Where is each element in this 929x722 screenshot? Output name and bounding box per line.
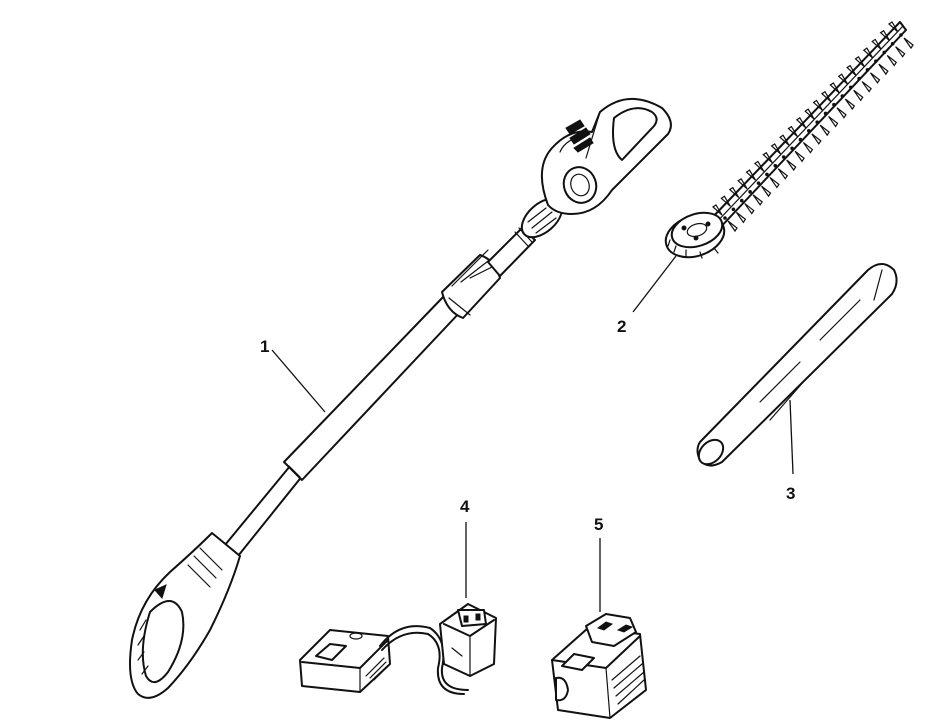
callout-2: 2 — [617, 317, 626, 336]
blade-tooth — [753, 160, 765, 172]
blade-rivet — [790, 146, 794, 151]
pole-upper-shaft — [487, 227, 536, 277]
motor-head — [541, 97, 672, 215]
blade-rivet — [756, 181, 761, 185]
blade-tooth — [727, 220, 738, 233]
blade-rivet — [899, 33, 903, 37]
blade-rivet — [731, 207, 736, 212]
blade-tooth — [752, 194, 763, 206]
blade-teeth-upper — [712, 21, 903, 220]
blade-rivet — [865, 68, 870, 72]
blade-rivet — [807, 129, 811, 133]
blade-tooth — [811, 133, 822, 145]
callout-3-leader — [789, 399, 794, 475]
part-4-charger: 4 — [299, 497, 497, 695]
blade-tooth — [829, 82, 840, 94]
callout-2-leader — [632, 255, 677, 313]
blade-tooth — [861, 81, 872, 93]
callout-3: 3 — [786, 484, 795, 503]
blade-tooth — [854, 56, 865, 68]
blade-rivet — [773, 163, 778, 168]
callout-5: 5 — [594, 515, 603, 534]
blade-rivet — [857, 76, 861, 81]
blade-tooth — [712, 204, 723, 216]
blade-tooth — [836, 107, 847, 119]
blade-tooth — [837, 73, 849, 85]
pole-locking-collar — [441, 249, 501, 319]
blade-tooth — [720, 195, 731, 207]
blade-tooth — [828, 115, 839, 128]
blade-tooth — [762, 151, 773, 164]
blade-tooth — [812, 99, 824, 111]
charger-cord-2 — [381, 631, 465, 695]
blade-tooth — [777, 168, 789, 180]
blade-rivet — [723, 216, 727, 220]
charger-base — [299, 629, 391, 693]
blade-tooth — [794, 150, 805, 163]
blade-rivet — [840, 94, 845, 98]
blade-rivet — [874, 59, 878, 63]
blade-tooth — [786, 159, 797, 172]
blade-rivet — [765, 172, 769, 177]
blade-tooth — [779, 134, 790, 146]
blade-tooth — [862, 47, 874, 59]
blade-tooth — [869, 72, 881, 84]
blade-rivet — [815, 120, 819, 124]
blade-tooth — [728, 186, 740, 199]
blade-tooth — [844, 98, 856, 111]
blade-tooth — [819, 124, 830, 137]
callout-4: 4 — [460, 497, 470, 516]
blade-tooth — [745, 169, 757, 181]
pole-lower-tube — [224, 459, 308, 557]
blade-rivet — [823, 111, 828, 116]
gear-hub — [664, 211, 726, 259]
blade-rivet — [739, 198, 744, 203]
blade-rivet — [890, 41, 895, 46]
blade-rivet — [798, 137, 803, 142]
blade-rivet — [748, 190, 752, 194]
blade-tooth — [903, 37, 914, 50]
blade-rivet — [781, 155, 786, 159]
part-5-battery: 5 — [551, 515, 647, 719]
pole-upper-tube — [283, 294, 463, 481]
wall-plug — [439, 603, 497, 677]
part-3-blade-sheath: 3 — [696, 263, 898, 503]
blade-tooth — [735, 211, 747, 224]
blade-tooth — [879, 29, 891, 42]
blade-tooth — [886, 54, 898, 67]
blade-rivet — [848, 85, 853, 90]
blade-tooth — [888, 21, 899, 33]
blade-tooth — [770, 143, 782, 155]
blade-tooth — [737, 178, 748, 190]
blade-tooth — [769, 176, 780, 189]
callout-1-leader — [271, 349, 326, 413]
rear-handle — [129, 532, 241, 699]
blade-rivet — [832, 102, 836, 107]
blade-tooth — [871, 38, 882, 50]
blade-rivet — [882, 50, 887, 55]
part-1-pole-assembly: 1 — [129, 97, 672, 699]
blade-tooth — [820, 90, 832, 103]
part-2-hedge-blade: 2 — [617, 21, 914, 336]
callout-1: 1 — [260, 337, 269, 356]
blade-tooth — [787, 125, 798, 138]
blade-tooth — [878, 63, 889, 76]
blade-tooth — [804, 108, 815, 120]
blade-tooth — [761, 185, 772, 198]
blade-tooth — [795, 117, 807, 129]
blade-teeth-lower — [727, 37, 914, 233]
blade-tooth — [846, 64, 857, 77]
blade-tooth — [853, 89, 864, 102]
blade-tooth — [802, 142, 814, 154]
blade-tooth — [895, 46, 906, 58]
blade-tooth — [744, 203, 755, 215]
